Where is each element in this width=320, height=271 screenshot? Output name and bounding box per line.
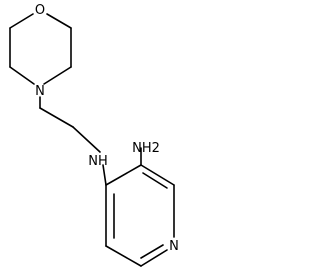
atom-label-nh: NH (88, 154, 108, 169)
double-bond-c3-c2 (142, 172, 168, 189)
bond-c2-n (9, 66, 35, 85)
double-bond-n1-c6 (140, 244, 164, 259)
bond-n-c3 (43, 66, 72, 85)
atom-label-n: N (35, 84, 45, 99)
bond-c3-c2 (140, 164, 175, 186)
bond-ch2a-ch2b (39, 107, 74, 128)
atom-label-nh2: NH2 (132, 141, 160, 156)
bond-c4-c3 (105, 164, 142, 186)
atom-label-o: O (35, 3, 45, 18)
bond-ch2b-nh (72, 126, 101, 153)
pyridine-ring (102, 164, 175, 267)
morpholine-ring (9, 13, 72, 85)
atom-label-pyridine-n: N (169, 239, 179, 254)
bond-n1-c6 (140, 249, 168, 267)
bond-c4-o (46, 13, 72, 29)
bond-nh-c4 (102, 164, 107, 186)
bond-c6-c5 (105, 245, 142, 267)
ethyl-linker (39, 96, 101, 153)
bond-o-c1 (9, 13, 34, 29)
chemical-structure-diagram: O N NH NH2 N (9, 3, 179, 267)
